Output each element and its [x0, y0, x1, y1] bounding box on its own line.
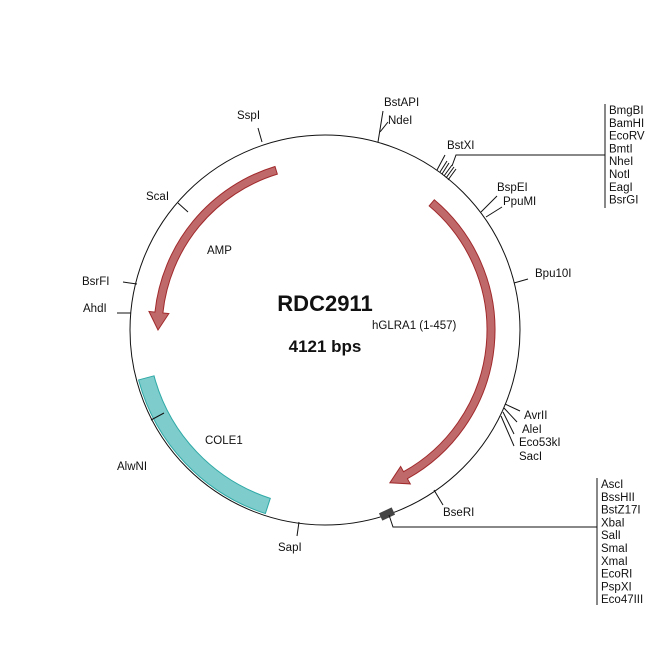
site-scai: ScaI — [146, 191, 189, 213]
site-bseri: BseRI — [433, 489, 474, 519]
hglra1-arrow — [388, 199, 496, 485]
mcs-site: XmaI — [601, 556, 628, 568]
mcs-site: EcoRV — [609, 131, 645, 143]
site-sspi: SspI — [237, 110, 263, 143]
svg-text:PpuMI: PpuMI — [503, 196, 536, 208]
site-sapi: SapI — [278, 521, 302, 554]
mcs-site: NotI — [609, 169, 630, 181]
mcs-site: SalI — [601, 530, 621, 542]
svg-text:BstAPI: BstAPI — [384, 97, 419, 109]
svg-text:NdeI: NdeI — [388, 115, 412, 127]
mcs-site: PspXI — [601, 581, 632, 593]
mcs-top-ticks — [439, 104, 606, 208]
svg-text:SapI: SapI — [278, 542, 302, 554]
site-bsrfi: BsrFI — [82, 276, 138, 288]
mcs-site: XbaI — [601, 517, 625, 529]
mcs-site: Eco47III — [601, 594, 643, 606]
svg-text:ScaI: ScaI — [146, 191, 169, 203]
feature-label-amp: AMP — [207, 245, 232, 257]
svg-text:SacI: SacI — [519, 451, 542, 463]
feature-label-cole1: COLE1 — [205, 435, 243, 447]
cole1-band — [137, 375, 271, 515]
svg-text:Eco53kI: Eco53kI — [519, 437, 561, 449]
amp-arrow — [148, 165, 278, 332]
mcs-site: NheI — [609, 156, 633, 168]
svg-text:BsrFI: BsrFI — [82, 276, 109, 288]
feature-label-hglra1: hGLRA1 (1-457) — [372, 320, 457, 332]
svg-text:Bpu10I: Bpu10I — [535, 268, 571, 280]
svg-text:BseRI: BseRI — [443, 507, 474, 519]
plasmid-name: RDC2911 — [277, 291, 372, 316]
features — [137, 165, 496, 515]
svg-text:BstXI: BstXI — [447, 140, 474, 152]
mcs-site: BssHII — [601, 492, 635, 504]
svg-text:AleI: AleI — [522, 424, 542, 436]
mcs-site: EagI — [609, 182, 633, 194]
site-ahdi: AhdI — [83, 303, 131, 315]
site-alwni: AlwNI — [117, 412, 165, 473]
svg-text:SspI: SspI — [237, 110, 260, 122]
svg-text:AhdI: AhdI — [83, 303, 107, 315]
mcs-site: BstZ17I — [601, 505, 641, 517]
site-bspei-ppumi: BspEI PpuMI — [480, 182, 536, 218]
mcs-site: BsrGI — [609, 195, 638, 207]
svg-text:AlwNI: AlwNI — [117, 461, 147, 473]
site-bstapi-ndei: BstAPI NdeI — [377, 97, 419, 143]
svg-text:BspEI: BspEI — [497, 182, 528, 194]
mcs-site: SmaI — [601, 543, 628, 555]
plasmid-backbone — [129, 134, 521, 526]
svg-text:AvrII: AvrII — [524, 410, 547, 422]
mcs-bottom-list: AscIBssHIIBstZ17IXbaISalISmaIXmaIEcoRIPs… — [601, 479, 643, 606]
site-bstxi: BstXI — [436, 140, 474, 171]
mcs-site: AscI — [601, 479, 623, 491]
mcs-site: BmgBI — [609, 105, 644, 117]
site-bpu10i: Bpu10I — [513, 268, 571, 284]
mcs-site: BmtI — [609, 143, 633, 155]
mcs-bottom-ticks — [378, 478, 598, 605]
plasmid-size: 4121 bps — [289, 337, 362, 356]
mcs-site: EcoRI — [601, 569, 632, 581]
mcs-site: BamHI — [609, 118, 644, 130]
